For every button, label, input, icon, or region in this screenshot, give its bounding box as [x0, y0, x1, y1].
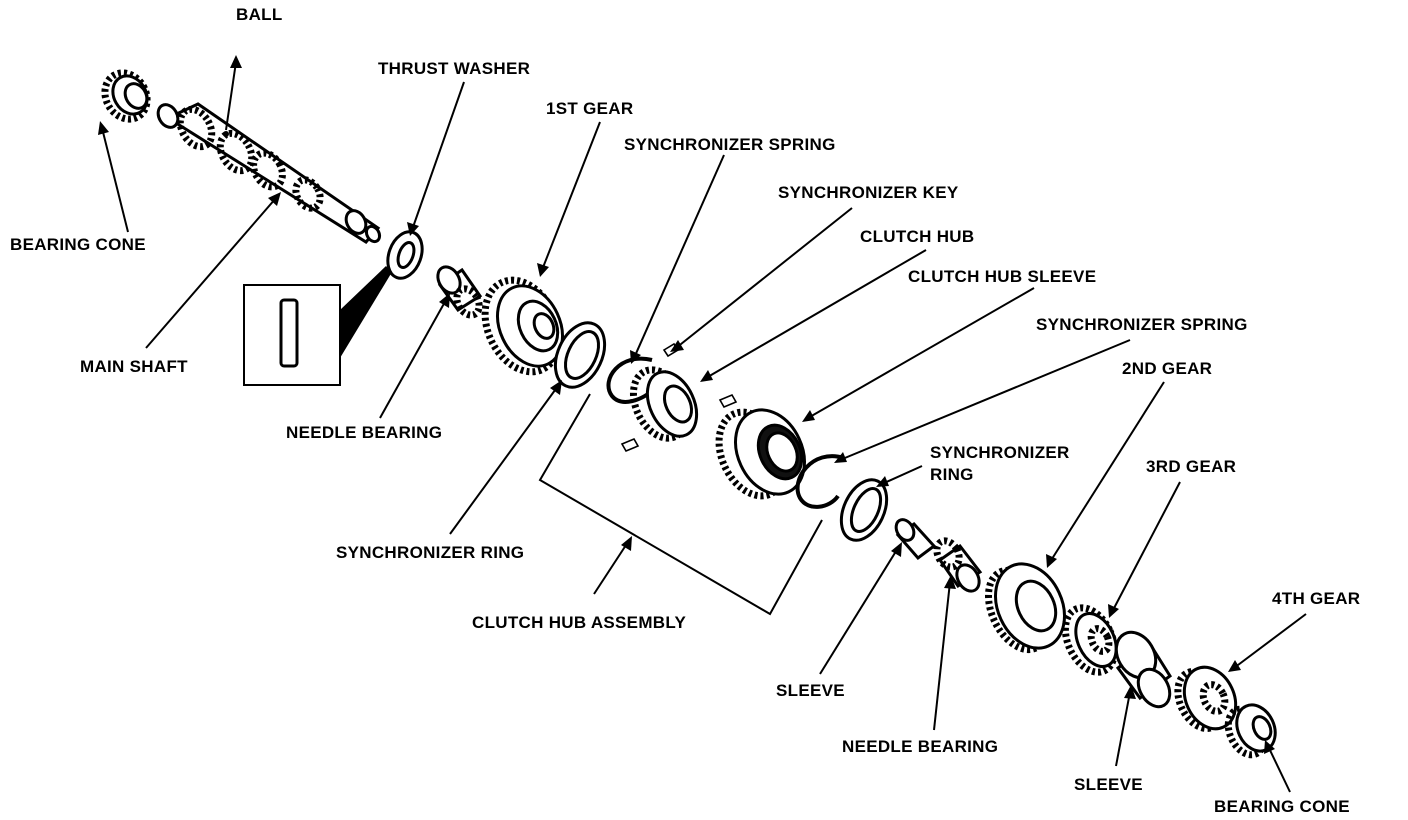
label-bearing-cone-1: BEARING CONE — [10, 235, 146, 254]
label-thrust-washer: THRUST WASHER — [378, 59, 530, 78]
clutch-hub-sleeve-part — [715, 408, 806, 500]
bearing-cone-left-part — [101, 69, 151, 123]
sleeve-1-part — [894, 518, 937, 561]
label-sleeve-2: SLEEVE — [1074, 775, 1143, 794]
label-synchronizer-ring-2-line2: RING — [930, 465, 974, 484]
label-synchronizer-ring-2-line1: SYNCHRONIZER — [930, 443, 1070, 462]
label-synchronizer-ring-1: SYNCHRONIZER RING — [336, 543, 524, 562]
sleeve-2-part — [1114, 630, 1173, 709]
label-clutch-hub: CLUTCH HUB — [860, 227, 974, 246]
label-synchronizer-spring-1: SYNCHRONIZER SPRING — [624, 135, 836, 154]
label-needle-bearing-2: NEEDLE BEARING — [842, 737, 998, 756]
thrust-washer-part — [386, 230, 424, 280]
fourth-gear-part — [1174, 665, 1238, 732]
label-first-gear: 1ST GEAR — [546, 99, 633, 118]
synchronizer-ring-1-part — [553, 321, 607, 389]
ball-detail-inset — [243, 266, 392, 386]
label-sleeve-1: SLEEVE — [776, 681, 845, 700]
callout-labels: BALL THRUST WASHER 1ST GEAR SYNCHRONIZER… — [10, 5, 1360, 816]
label-ball: BALL — [236, 5, 283, 24]
label-needle-bearing-1: NEEDLE BEARING — [286, 423, 442, 442]
label-fourth-gear: 4TH GEAR — [1272, 589, 1360, 608]
third-gear-part — [1061, 604, 1119, 676]
clutch-hub-part — [629, 366, 699, 442]
label-third-gear: 3RD GEAR — [1146, 457, 1236, 476]
bearing-cone-right-part — [1224, 703, 1277, 759]
main-shaft-part — [156, 102, 382, 244]
synchronizer-ring-2-part — [839, 478, 889, 542]
needle-bearing-1-part — [436, 265, 483, 319]
label-clutch-hub-assembly: CLUTCH HUB ASSEMBLY — [472, 613, 686, 632]
ball-part — [223, 131, 229, 137]
label-synchronizer-spring-2: SYNCHRONIZER SPRING — [1036, 315, 1248, 334]
label-second-gear: 2ND GEAR — [1122, 359, 1212, 378]
synchronizer-spring-2-part — [795, 454, 845, 509]
leader-lines — [98, 55, 1307, 793]
label-synchronizer-key: SYNCHRONIZER KEY — [778, 183, 959, 202]
second-gear-part — [984, 562, 1066, 654]
label-main-shaft: MAIN SHAFT — [80, 357, 188, 376]
needle-bearing-2-part — [933, 537, 983, 593]
label-clutch-hub-sleeve: CLUTCH HUB SLEEVE — [908, 267, 1096, 286]
label-bearing-cone-2: BEARING CONE — [1214, 797, 1350, 816]
first-gear-part — [481, 276, 564, 376]
